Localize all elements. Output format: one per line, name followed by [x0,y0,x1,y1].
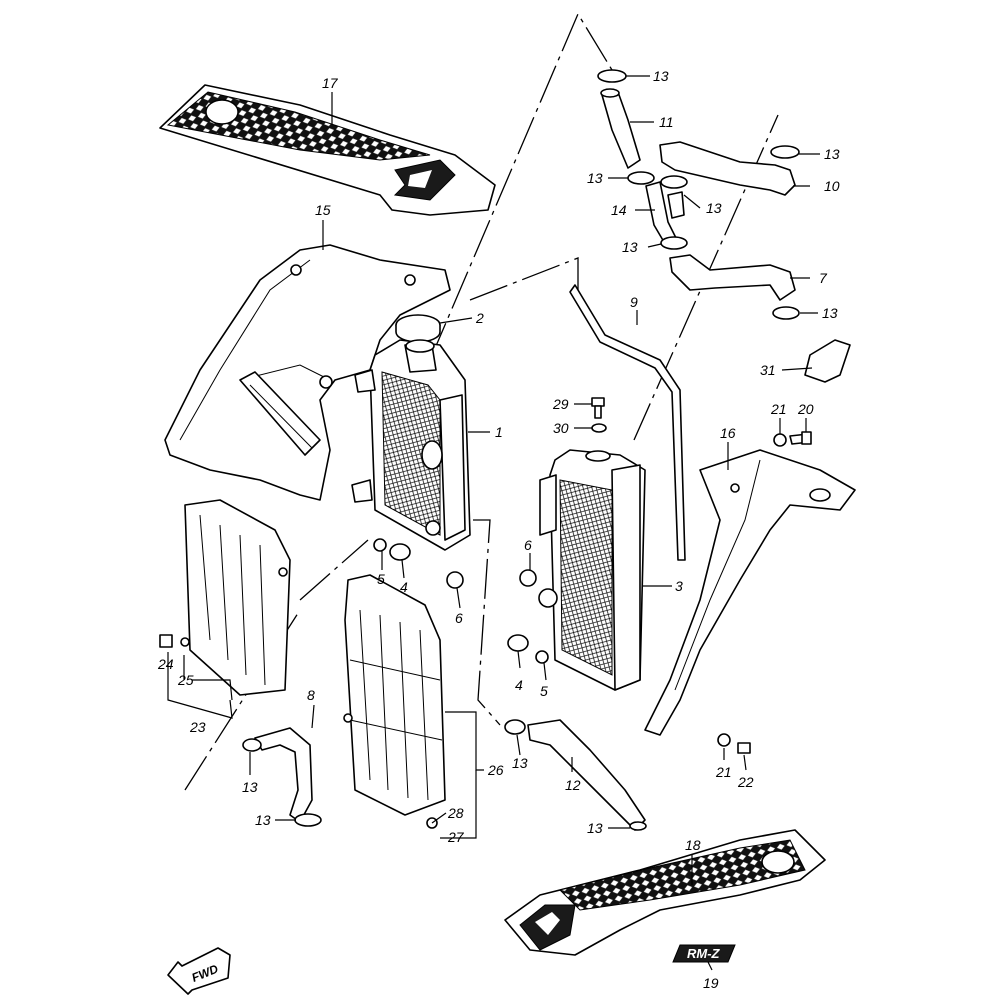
callout-17: 17 [322,75,339,91]
callout-15: 15 [315,202,331,218]
callout-13-f: 13 [822,305,838,321]
bolt-22 [717,733,751,754]
hose-7 [669,254,796,301]
callout-10: 10 [824,178,840,194]
callout-27: 27 [447,829,465,845]
callout-13-a: 13 [653,68,669,84]
washer-30 [591,423,607,433]
hose-10 [659,141,796,196]
radiator-guard-23 [184,499,291,696]
collar-5-left [373,538,387,552]
emblem-text: RM-Z [687,946,721,961]
shroud-graphic-lower [504,829,826,956]
callout-13-b: 13 [824,146,840,162]
callout-4-right: 4 [515,677,523,693]
bolt-29 [591,397,605,419]
callout-13-i: 13 [512,755,528,771]
grommet-4-left [389,543,411,561]
callout-13-g: 13 [242,779,258,795]
radiator-right [538,449,646,691]
callout-9: 9 [630,294,638,310]
callout-1: 1 [495,424,503,440]
radiator-left [351,339,471,551]
callout-13-d: 13 [706,200,722,216]
radiator-shroud-left [164,244,451,501]
callout-13-j: 13 [587,820,603,836]
hose-assembly-upper [597,69,800,320]
callout-29: 29 [552,396,569,412]
shroud-graphic-upper [159,84,496,216]
callout-5-right: 5 [540,683,548,699]
bolt-6-right [519,569,537,587]
callout-22: 22 [737,774,754,790]
callout-2: 2 [475,310,484,326]
callout-31: 31 [760,362,776,378]
callout-23: 23 [189,719,206,735]
callout-4-left: 4 [400,579,408,595]
clip-24 [159,634,173,648]
callout-labels: 17 15 2 1 9 13 11 13 10 13 14 13 13 7 13… [157,68,840,991]
callout-19: 19 [703,975,719,991]
callout-18: 18 [685,837,701,853]
callout-13-h: 13 [255,812,271,828]
callout-6-right: 6 [524,537,532,553]
callout-25: 25 [177,672,194,688]
callout-6-left: 6 [455,610,463,626]
callout-24: 24 [157,656,174,672]
callout-28: 28 [447,805,464,821]
callout-14: 14 [611,202,627,218]
radiator-overflow-tube [569,284,686,561]
grommet-4-right [507,634,529,652]
callout-21-upper: 21 [770,401,787,417]
callout-13-c: 13 [587,170,603,186]
nut-21-upper [773,433,787,447]
callout-20: 20 [797,401,814,417]
callout-11: 11 [659,114,674,130]
collar-5-right [535,650,549,664]
callout-7: 7 [819,270,828,286]
callout-21-lower: 21 [715,764,732,780]
callout-12: 12 [565,777,581,793]
radiator-cap [395,314,441,343]
hose-12 [504,719,647,831]
nut-25 [180,637,190,647]
radiator-guard-26 [343,574,446,829]
hose-8 [242,727,322,827]
callout-13-e: 13 [622,239,638,255]
bolt-20 [789,431,812,445]
callout-5-left: 5 [377,571,385,587]
callout-8: 8 [307,687,315,703]
callout-3: 3 [675,578,683,594]
hose-clamp [597,69,627,83]
bolt-6-left [446,571,464,589]
bracket-31 [804,339,851,383]
callout-26: 26 [487,762,504,778]
radiator-shroud-right [644,449,856,736]
callout-30: 30 [553,420,569,436]
leader-lines [167,75,820,971]
emblem-19: RM-Z [672,944,736,963]
hose-11 [601,91,641,169]
callout-16: 16 [720,425,736,441]
forward-arrow-icon: FWD [167,947,231,995]
